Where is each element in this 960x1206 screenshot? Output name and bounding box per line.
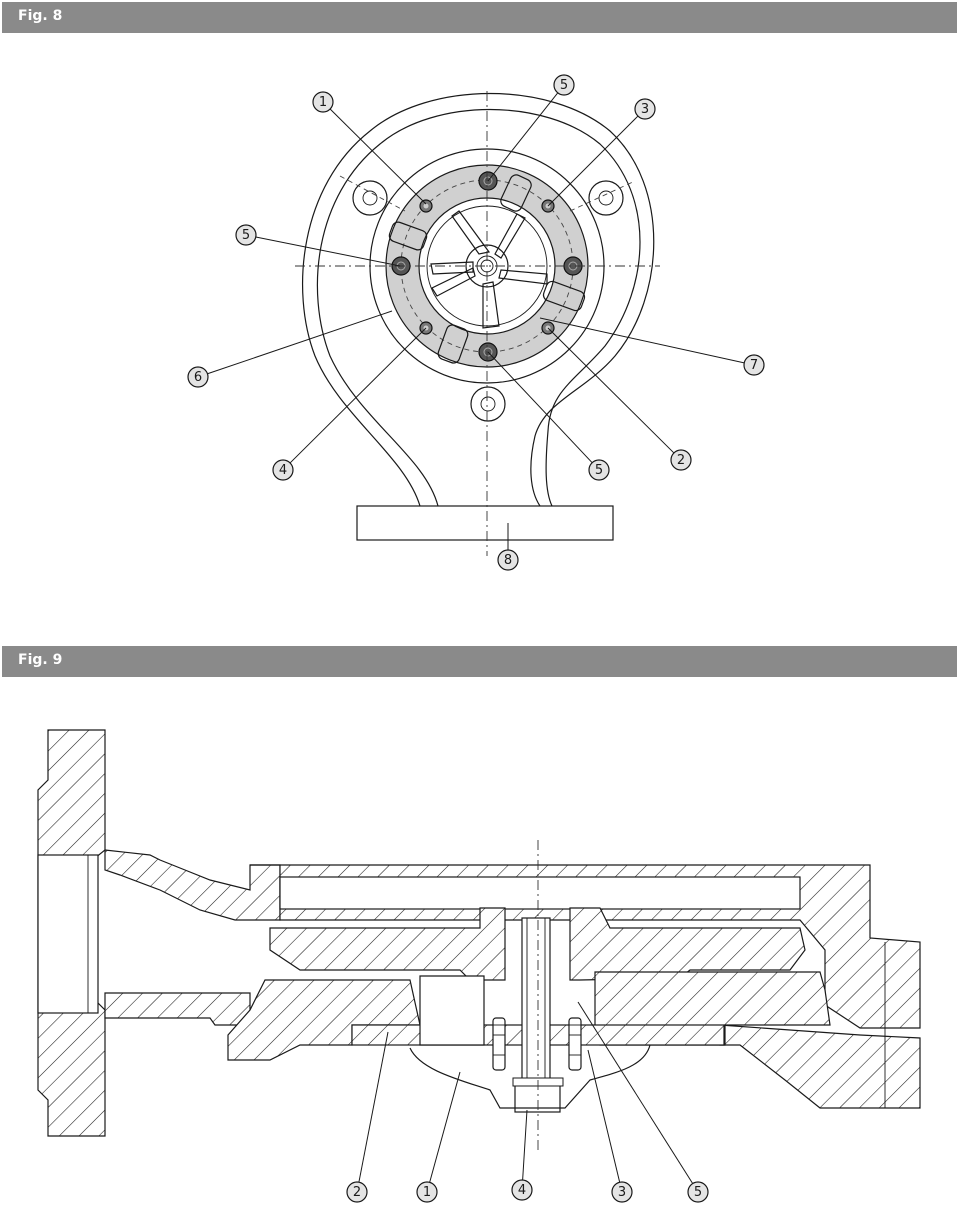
fig-8-callout-circle — [497, 549, 519, 571]
fig-8-callout-label: 4 — [279, 463, 287, 478]
fig-8-callout-circle — [312, 91, 334, 113]
fig-8-callout-label: 5 — [595, 463, 603, 478]
mounting-boss-left — [352, 180, 388, 216]
fig-8-leader-line — [487, 351, 593, 464]
fig-8-leader-line — [329, 108, 427, 205]
fig-9-leader-line — [587, 1049, 621, 1183]
fig-9-diagram: 2 1 4 3 5 — [37, 729, 921, 1203]
fig-8-title: Fig. 8 — [18, 8, 63, 24]
fig-8-callout-label: 7 — [750, 358, 758, 373]
fig-8-leader-line — [207, 310, 393, 375]
fig-9-leader-line — [577, 1001, 694, 1184]
pump-housing-outer — [302, 93, 655, 507]
fig-9-header: Fig. 9 — [2, 646, 957, 677]
fig-8-leader-line — [289, 327, 427, 464]
fig-9-callout-circle — [346, 1181, 368, 1203]
fig-9-callout-circle — [687, 1181, 709, 1203]
fig-9-callout-circle — [416, 1181, 438, 1203]
fig-8-callout-circle — [553, 74, 575, 96]
fig-9-leader-line — [429, 1071, 461, 1183]
fig-9-callout-circle — [611, 1181, 633, 1203]
fig-9-callouts: 2 1 4 3 5 — [346, 1001, 709, 1203]
fig-9-callout-label: 5 — [694, 1185, 702, 1200]
fig-8-callout-circle — [743, 354, 765, 376]
fig-8-callout-circle — [187, 366, 209, 388]
fig-9-callout-label: 1 — [423, 1185, 431, 1200]
pump-casing-lower-right — [719, 1024, 921, 1109]
fig-8-leader-line — [547, 115, 639, 207]
fig-8-leader-line — [547, 327, 675, 454]
impeller-lower-left — [227, 979, 421, 1061]
impeller-cavity — [419, 975, 485, 1046]
fig-8-callout-label: 1 — [319, 95, 327, 110]
suction-nozzle-lower — [104, 992, 251, 1026]
fig-8-callout-label: 2 — [677, 453, 685, 468]
shaft — [521, 917, 551, 1081]
cover-plate-right — [569, 907, 806, 981]
fig-8-callout-label: 3 — [641, 102, 649, 117]
fig-8-leader-line — [487, 92, 559, 182]
fig-8-callouts: 1 5 3 5 6 7 4 5 2 8 — [187, 74, 765, 571]
fig-9-callout-label: 2 — [353, 1185, 361, 1200]
fig-9-callout-label: 3 — [618, 1185, 626, 1200]
fixing-screw-top-left — [419, 199, 433, 213]
fig-8-leader-line — [255, 236, 401, 267]
fig-8-callout-circle — [588, 459, 610, 481]
fig-9-leader-line — [522, 1109, 528, 1181]
fig-8-header: Fig. 8 — [2, 2, 957, 33]
flange-bore — [37, 854, 99, 1014]
fig-9-callout-label: 4 — [518, 1183, 526, 1198]
mounting-boss-bottom — [470, 386, 506, 422]
mounting-boss-right — [588, 180, 624, 216]
fig-8-callout-circle — [235, 224, 257, 246]
casing-channel — [279, 876, 801, 910]
suction-nozzle-upper — [104, 849, 281, 921]
fig-8-callout-circle — [670, 449, 692, 471]
fig-8-callout-label: 8 — [504, 553, 512, 568]
fig-8-callout-circle — [634, 98, 656, 120]
fig-8-callout-label: 5 — [242, 228, 250, 243]
fig-8-callout-circle — [272, 459, 294, 481]
fig-9-title: Fig. 9 — [18, 652, 63, 668]
impeller-boss — [409, 1044, 651, 1109]
fig-9-callout-circle — [511, 1179, 533, 1201]
fig-8-callout-label: 5 — [560, 78, 568, 93]
pump-housing-inner — [316, 108, 641, 507]
clamp-block — [388, 174, 586, 364]
fig-8-leader-line — [539, 317, 745, 364]
adjusting-pin-right — [568, 1017, 582, 1071]
base-plate — [356, 505, 614, 541]
fig-8-diagram: 1 5 3 5 6 7 4 5 2 8 — [187, 74, 765, 571]
fig-9-leader-line — [358, 1031, 389, 1183]
adjusting-pin-left — [492, 1017, 506, 1071]
fig-8-callout-label: 6 — [194, 370, 202, 385]
